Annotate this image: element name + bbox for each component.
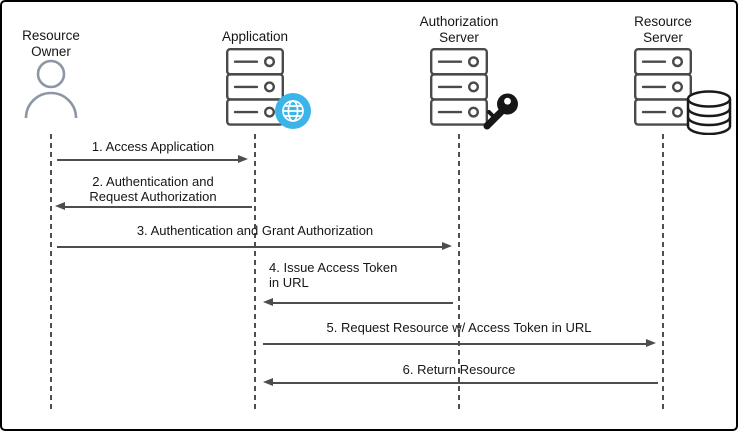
arrow-shaft [57,246,444,248]
globe-icon [275,93,311,129]
actor-label-resource-server: Resource Server [634,14,692,45]
message-label-3: 3. Authentication and Grant Authorizatio… [136,223,374,238]
actor-label-authorization-server: Authorization Server [419,14,499,45]
arrowhead-right-icon [442,242,452,251]
key-icon [483,93,518,130]
arrowhead-left-icon [263,378,273,387]
lifeline-application [254,134,256,411]
person-icon [24,59,78,119]
message-arrow-6 [263,378,658,387]
database-icon [686,90,732,135]
actor-label-application: Application [221,29,289,44]
message-label-1: 1. Access Application [91,139,215,154]
message-arrow-2 [55,202,252,211]
message-label-4: 4. Issue Access Token in URL [269,260,398,290]
server-icon [634,48,692,126]
lifeline-resource-server [662,134,664,411]
arrow-shaft [271,382,658,384]
actor-label-resource-owner: Resource Owner [22,28,80,59]
arrow-shaft [57,159,240,161]
message-label-5: 5. Request Resource w/ Access Token in U… [326,320,592,335]
message-arrow-3 [57,242,452,251]
message-label-6: 6. Return Resource [402,362,516,377]
server-icon [226,48,284,126]
message-arrow-4 [263,298,453,307]
arrow-shaft [63,206,252,208]
arrowhead-right-icon [238,155,248,164]
message-label-2: 2. Authentication and Request Authorizat… [89,174,217,204]
message-arrow-5 [263,339,656,348]
arrowhead-right-icon [646,339,656,348]
arrowhead-left-icon [55,202,65,211]
lifeline-authorization-server [458,134,460,411]
arrowhead-left-icon [263,298,273,307]
message-arrow-1 [57,155,248,164]
arrow-shaft [271,302,453,304]
arrow-shaft [263,343,648,345]
lifeline-resource-owner [50,134,52,411]
server-icon [430,48,488,126]
